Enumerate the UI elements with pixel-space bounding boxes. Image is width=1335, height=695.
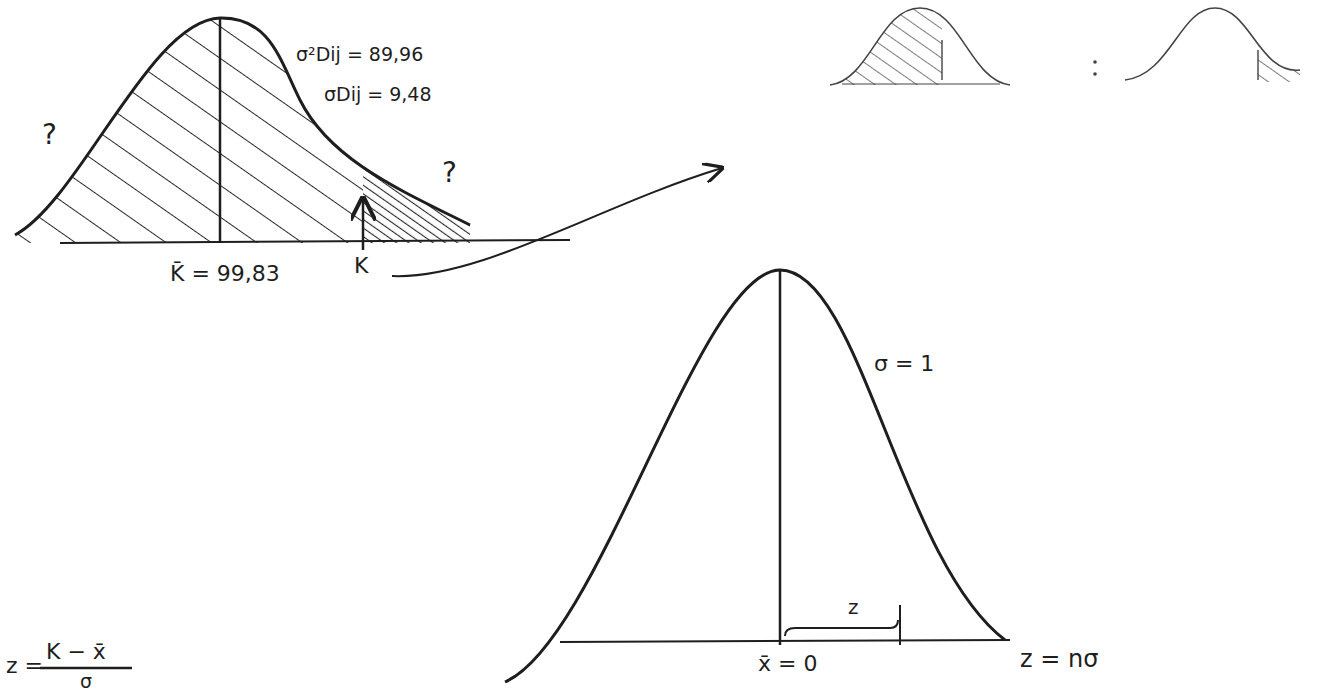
formula-label: z = nσ: [1018, 646, 1100, 672]
mean-label: K̄ = 99,83: [168, 262, 282, 286]
mean-label: x̄ = 0: [756, 652, 819, 676]
variance-label: σ²Dij = 89,96: [294, 44, 425, 65]
z-label: z: [846, 596, 861, 618]
formula-label: z =: [4, 654, 45, 678]
formula-label: K − x̄: [44, 640, 108, 664]
k-label: K: [352, 254, 370, 278]
question-mark: ?: [40, 120, 59, 151]
std-dev-label: σDij = 9,48: [322, 84, 434, 105]
formula-label: σ: [78, 671, 94, 692]
sigma-label: σ = 1: [872, 352, 936, 376]
question-mark: ?: [440, 158, 459, 189]
